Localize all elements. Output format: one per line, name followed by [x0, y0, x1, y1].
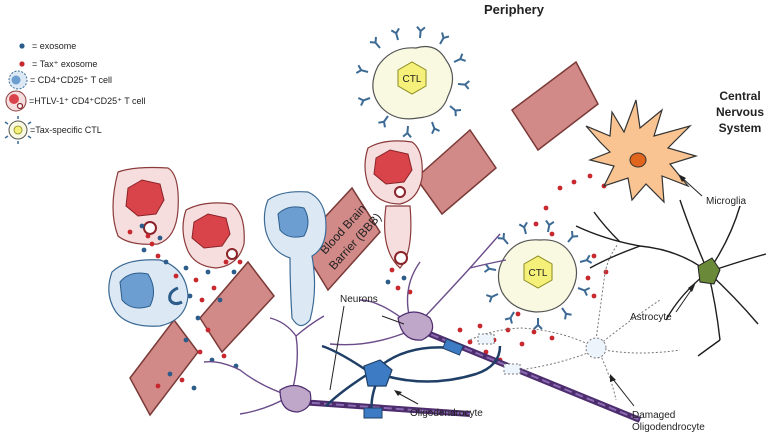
astrocyte	[575, 199, 767, 357]
legend-htlv-swatch	[5, 90, 27, 112]
htlv-t-cell	[364, 140, 423, 269]
legend-cd4-swatch	[8, 70, 28, 90]
legend-exosome-label: = exosome	[32, 41, 76, 51]
htlv-t-cell	[112, 166, 179, 245]
legend-htlv-label: =HTLV-1⁺ CD4⁺CD25⁺ T cell	[29, 96, 146, 106]
microglia-label: Microglia	[706, 196, 746, 207]
astrocyte-label: Astrocyte	[630, 312, 672, 323]
legend-exosome-swatch	[19, 43, 25, 49]
blood-brain-barrier	[129, 60, 599, 417]
oligodendrocyte-label: Oligodendrocyte	[410, 408, 483, 419]
legend-tax-exosome-swatch	[19, 61, 25, 67]
legend-tax-exosome-label: = Tax⁺ exosome	[32, 59, 97, 69]
tax-specific-ctl-periphery: CTL	[355, 25, 471, 139]
periphery-title: Periphery	[484, 2, 545, 17]
neuron-soma	[397, 311, 434, 341]
htlv-t-cell	[182, 202, 245, 269]
astrocyte-soma	[697, 257, 721, 285]
exosome-cluster-center	[385, 267, 413, 295]
damaged-label-line1: Damaged	[632, 410, 675, 421]
microglia	[585, 99, 699, 204]
cd4-t-cell-transmigrating	[263, 191, 327, 327]
exosome-cluster-cns	[457, 173, 609, 363]
legend-ctl-label: =Tax-specific CTL	[30, 125, 102, 135]
neurons-label: Neurons	[340, 294, 378, 305]
cns-title-line2: Nervous	[716, 105, 764, 119]
cns-title-line1: Central	[719, 89, 760, 103]
damaged-label-line2: Oligodendrocyte	[632, 422, 705, 433]
legend-cd4-label: = CD4⁺CD25⁺ T cell	[30, 75, 112, 85]
cd4-t-cell	[108, 259, 189, 327]
damaged-oligodendrocyte	[469, 243, 681, 401]
neuron-soma	[279, 384, 312, 413]
tax-specific-ctl-cns: CTL	[483, 219, 593, 330]
legend-ctl-swatch	[4, 116, 32, 144]
oligodendrocyte	[321, 338, 502, 419]
legend: = exosome = Tax⁺ exosome = CD4⁺CD25⁺ T c…	[4, 41, 146, 144]
exosome-cluster-left	[127, 223, 243, 391]
ctl-top-label: CTL	[403, 74, 422, 85]
ctl-cns-label: CTL	[529, 268, 548, 279]
cns-title-line3: System	[719, 121, 762, 135]
